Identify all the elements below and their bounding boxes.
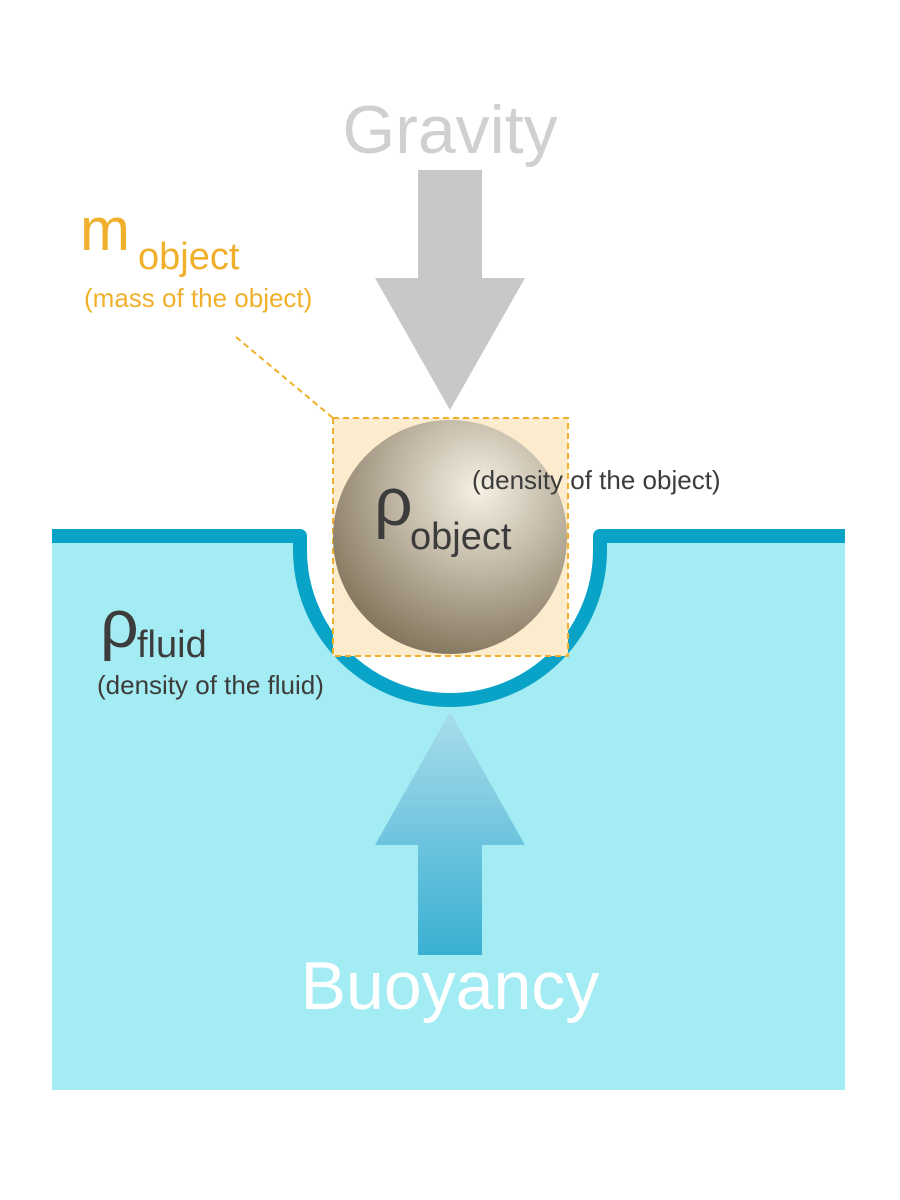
mass-symbol: m <box>80 196 130 263</box>
buoyancy-arrow <box>375 712 525 955</box>
fluid-density-symbol: ρ <box>100 586 139 662</box>
gravity-label: Gravity <box>342 92 558 168</box>
mass-leader-line <box>235 336 334 419</box>
object-density-description: (density of the object) <box>472 465 721 495</box>
object-density-symbol: ρ <box>374 464 413 540</box>
gravity-arrow <box>375 170 525 410</box>
fluid-surface-line <box>52 529 845 707</box>
fluid-density-subscript: fluid <box>137 624 207 666</box>
mass-description: (mass of the object) <box>84 283 313 313</box>
buoyancy-label: Buoyancy <box>300 948 600 1024</box>
object-sphere <box>333 420 567 654</box>
fluid-density-description: (density of the fluid) <box>97 670 324 700</box>
object-density-subscript: object <box>410 516 512 558</box>
mass-subscript: object <box>138 236 240 278</box>
